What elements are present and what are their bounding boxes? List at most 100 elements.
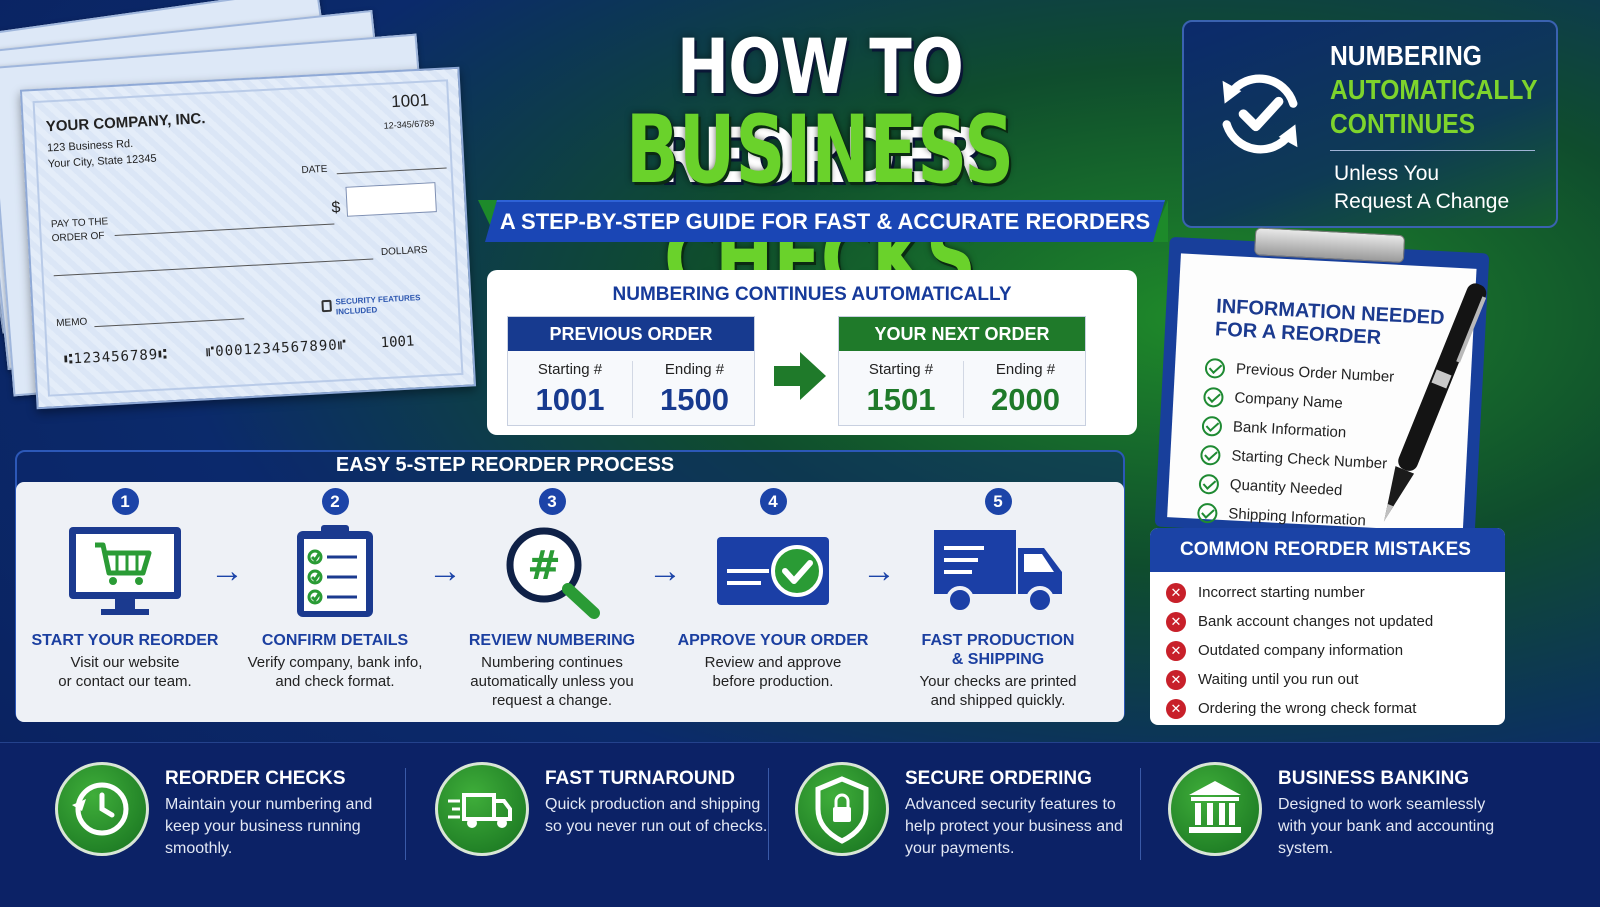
pen-icon	[1383, 283, 1487, 522]
checkmark-icon	[1196, 502, 1218, 524]
divider	[768, 768, 769, 860]
truck-icon	[934, 530, 1062, 614]
auto-numbering-box: NUMBERING AUTOMATICALLY CONTINUES Unless…	[1182, 20, 1558, 228]
previous-order-label: PREVIOUS ORDER	[508, 317, 754, 351]
x-icon: ✕	[1166, 640, 1186, 661]
list-item: ✕Waiting until you run out	[1166, 665, 1505, 694]
feature-title: FAST TURNAROUND	[545, 768, 735, 789]
check-number: 1001	[390, 90, 430, 112]
checkmark-icon	[1204, 357, 1226, 379]
step-desc: Review and approve before production.	[704, 654, 842, 690]
arrow-right-icon: →	[862, 552, 896, 590]
lock-icon	[321, 299, 332, 313]
shield-lock-icon	[795, 762, 889, 856]
previous-end-value: 1500	[660, 382, 729, 417]
monitor-cart-icon	[69, 527, 181, 615]
numbering-panel: NUMBERING CONTINUES AUTOMATICALLY PREVIO…	[487, 270, 1137, 435]
check-amount-box	[345, 182, 437, 217]
next-start-value: 1501	[866, 382, 936, 417]
arrow-right-icon: →	[648, 552, 682, 590]
x-icon: ✕	[1166, 669, 1186, 690]
fast-truck-icon	[435, 762, 529, 856]
step-number: 2	[321, 488, 349, 515]
list-item: ✕Incorrect starting number	[1166, 578, 1505, 607]
step-title: REVIEW NUMBERING	[468, 632, 636, 649]
previous-end-label: Ending #	[664, 361, 725, 378]
step-3: 3 # REVIEW NUMBERING Numbering continues…	[442, 488, 662, 710]
previous-order-card: PREVIOUS ORDER Starting # 1001 Ending # …	[507, 316, 755, 426]
list-item: ✕Ordering the wrong check format	[1166, 694, 1505, 723]
clock-refresh-icon	[55, 762, 149, 856]
step-number: 1	[111, 488, 139, 515]
next-order-label: YOUR NEXT ORDER	[839, 317, 1085, 351]
check-memo-label: MEMO	[55, 316, 88, 330]
step-title: FAST PRODUCTION & SHIPPING	[921, 632, 1075, 668]
checklist-icon	[297, 525, 373, 617]
subtitle-banner: A STEP-BY-STEP GUIDE FOR FAST & ACCURATE…	[485, 200, 1165, 242]
checkmark-icon	[1199, 444, 1221, 466]
mistakes-panel: COMMON REORDER MISTAKES ✕Incorrect start…	[1150, 528, 1505, 725]
auto-sub-1: Unless You	[1334, 162, 1440, 185]
clipboard-list: Previous Order Number Company Name Bank …	[1196, 353, 1395, 537]
steps-title: EASY 5-STEP REORDER PROCESS	[335, 454, 675, 476]
step-title: START YOUR REORDER	[31, 632, 219, 649]
step-desc: Numbering continues automatically unless…	[470, 654, 634, 709]
divider	[1140, 768, 1141, 860]
checkmark-icon	[1202, 386, 1225, 408]
step-title: APPROVE YOUR ORDER	[677, 632, 869, 649]
step-desc: Visit our website or contact our team.	[58, 654, 192, 690]
x-icon: ✕	[1166, 582, 1186, 603]
svg-text:#: #	[527, 543, 561, 589]
auto-line-1: NUMBERING	[1330, 40, 1482, 71]
feature-title: BUSINESS BANKING	[1278, 768, 1470, 789]
mistakes-title: COMMON REORDER MISTAKES	[1150, 528, 1505, 572]
sample-check: YOUR COMPANY, INC. 123 Business Rd. Your…	[19, 66, 477, 410]
divider	[405, 768, 406, 860]
x-icon: ✕	[1166, 698, 1186, 719]
next-end-label: Ending #	[995, 361, 1056, 378]
step-2: 2 CONFIRM DETAILS Verify company, bank i…	[225, 488, 445, 691]
step-number: 5	[984, 488, 1012, 515]
step-number: 3	[538, 488, 566, 515]
auto-line-3: CONTINUES	[1330, 108, 1476, 139]
feature-desc: Advanced security features to help prote…	[905, 796, 1123, 857]
feature-desc: Maintain your numbering and keep your bu…	[165, 796, 373, 857]
card-check-icon	[717, 537, 829, 605]
page-title-line-1: HOW TO REORDER	[655, 22, 985, 200]
previous-start-label: Starting #	[537, 361, 603, 378]
arrow-right-icon: →	[210, 552, 244, 590]
auto-sub-2: Request A Change	[1334, 190, 1510, 213]
right-arrow-icon	[774, 352, 826, 400]
step-5: 5 FAST PRODUCTION & SHIPPING Your checks…	[888, 488, 1108, 710]
clipboard-title: INFORMATION NEEDED FOR A REORDER	[1214, 295, 1446, 350]
list-item: ✕Bank account changes not updated	[1166, 607, 1505, 636]
bank-icon	[1168, 762, 1262, 856]
step-desc: Verify company, bank info, and check for…	[247, 654, 423, 690]
check-stack: YOUR COMPANY, INC. 123 Business Rd. Your…	[0, 0, 480, 430]
feature-title: REORDER CHECKS	[165, 768, 346, 789]
numbering-title: NUMBERING CONTINUES AUTOMATICALLY	[612, 284, 1012, 305]
checkmark-icon	[1201, 415, 1223, 437]
check-dollar-sign: $	[331, 199, 341, 217]
list-item: ✕Outdated company information	[1166, 636, 1505, 665]
auto-line-2: AUTOMATICALLY	[1330, 74, 1538, 105]
checkmark-icon	[1198, 473, 1220, 495]
x-icon: ✕	[1166, 611, 1186, 632]
sync-check-icon	[1222, 74, 1298, 154]
next-order-card: YOUR NEXT ORDER Starting # 1501 Ending #…	[838, 316, 1086, 426]
next-start-label: Starting #	[868, 361, 934, 378]
next-end-value: 2000	[991, 382, 1060, 417]
check-micr-number: 1001	[380, 333, 415, 352]
arrow-right-icon: →	[428, 552, 462, 590]
step-4: 4 APPROVE YOUR ORDER Review and approve …	[663, 488, 883, 691]
hash-magnifier-icon: #	[506, 527, 600, 619]
steps-panel	[16, 482, 1124, 722]
check-pay-label: PAY TO THE ORDER OF	[50, 216, 109, 245]
check-date-label: DATE	[301, 163, 328, 177]
previous-start-value: 1001	[535, 382, 605, 417]
feature-title: SECURE ORDERING	[905, 768, 1092, 789]
feature-desc: Quick production and shipping so you nev…	[545, 796, 768, 835]
step-title: CONFIRM DETAILS	[261, 632, 409, 649]
step-number: 4	[759, 488, 787, 515]
step-1: 1 START YOUR REORDER Visit our website o…	[15, 488, 235, 691]
